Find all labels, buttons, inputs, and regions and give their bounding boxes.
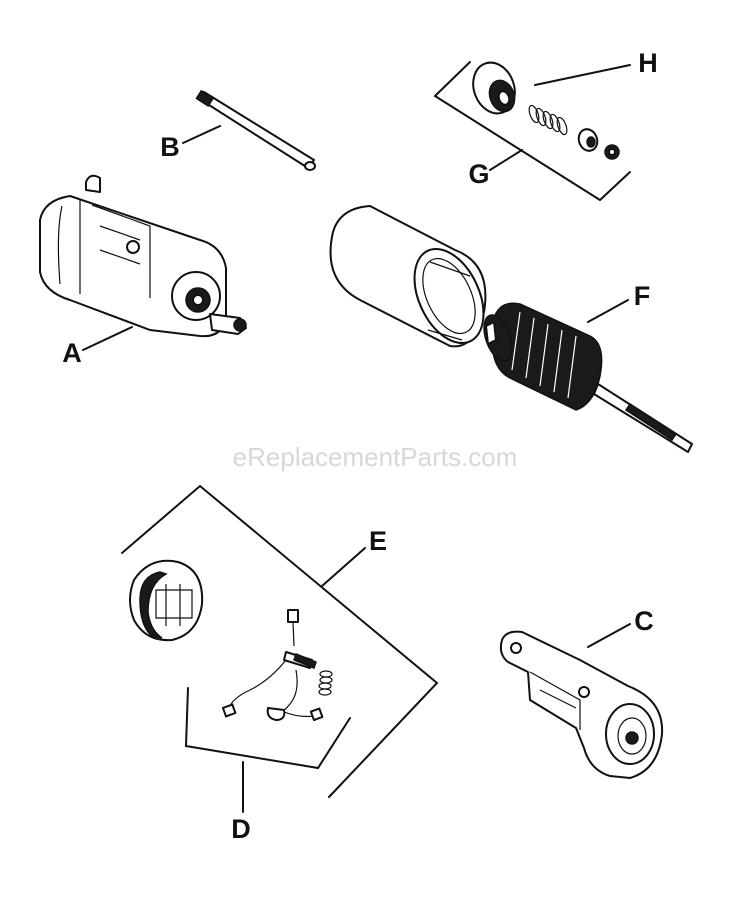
watermark: eReplacementParts.com	[233, 442, 518, 472]
drive-collar[interactable]	[576, 127, 600, 154]
brush-spring[interactable]	[318, 670, 333, 696]
drive-spring[interactable]	[527, 104, 569, 136]
part-e-end-cap-kit[interactable]	[121, 484, 439, 798]
callout-h: H	[638, 48, 658, 78]
callout-c: C	[634, 606, 654, 636]
callout-b: B	[160, 132, 180, 162]
part-c-drive-end-frame[interactable]	[499, 630, 664, 779]
part-a-starter-motor[interactable]	[39, 174, 247, 338]
callout-g: G	[468, 159, 489, 189]
callout-a: A	[62, 338, 82, 368]
commutator-end-cap[interactable]	[129, 559, 204, 642]
field-frame-housing[interactable]	[329, 205, 498, 354]
callout-f: F	[634, 281, 651, 311]
terminal-stud-and-leads[interactable]	[221, 609, 324, 722]
drive-pinion[interactable]	[466, 57, 521, 120]
drive-nut[interactable]	[604, 144, 620, 160]
callout-d: D	[231, 814, 251, 844]
part-b-through-bolt[interactable]	[195, 89, 316, 171]
callout-e: E	[369, 526, 387, 556]
leader-lines	[82, 64, 631, 813]
part-f-armature[interactable]	[479, 302, 693, 453]
part-h-drive-kit[interactable]	[434, 57, 631, 201]
